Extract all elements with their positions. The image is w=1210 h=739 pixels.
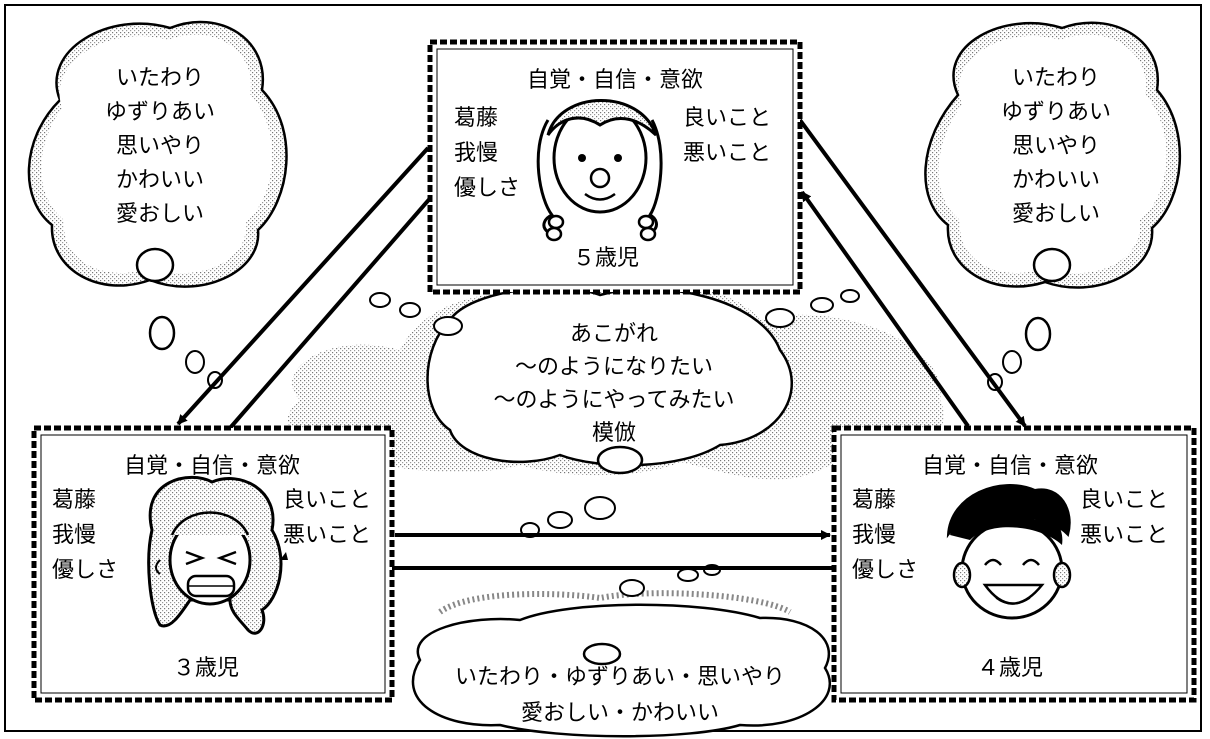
thought-cloud-bottom bbox=[411, 564, 832, 738]
box-3-left-item: 我慢 bbox=[52, 523, 97, 548]
box-4-right-item: 悪いこと bbox=[1080, 523, 1169, 548]
box-4-left-item: 葛藤 bbox=[852, 488, 897, 513]
bottom-cloud-line: 愛おしい・かわいい bbox=[520, 701, 720, 726]
box-4-right-item: 良いこと bbox=[1080, 488, 1169, 513]
thought-right-line: かわいい bbox=[1011, 168, 1101, 193]
center-cloud-text: あこがれ ～のようになりたい ～のようにやってみたい 模倣 bbox=[494, 318, 735, 450]
box-3-header: 自覚・自信・意欲 bbox=[123, 454, 301, 479]
box-5-left-item: 我慢 bbox=[454, 141, 499, 166]
arrow-5-to-3 bbox=[176, 146, 430, 426]
thought-right-line: ゆずりあい bbox=[1000, 100, 1112, 125]
box-4-left-item: 我慢 bbox=[852, 523, 897, 548]
girl-face-icon bbox=[536, 99, 663, 242]
bottom-cloud-line: いたわり・ゆずりあい・思いやり bbox=[454, 665, 786, 690]
center-cloud-line: 模倣 bbox=[591, 421, 636, 446]
arrows bbox=[176, 118, 1027, 573]
thought-cloud-right bbox=[924, 21, 1182, 391]
arrow-5-to-4 bbox=[798, 118, 1027, 428]
thought-left-line: 思いやり bbox=[115, 134, 205, 159]
box-4-left-item: 優しさ bbox=[852, 558, 919, 583]
thought-cloud-left bbox=[27, 20, 288, 389]
arrow-3-to-5 bbox=[228, 178, 448, 430]
center-cloud-line: あこがれ bbox=[569, 322, 658, 347]
thought-left-line: いたわり bbox=[115, 66, 205, 91]
thought-right-line: 思いやり bbox=[1011, 134, 1101, 159]
box-3-right-item: 良いこと bbox=[283, 488, 372, 513]
center-cloud-line: ～のようになりたい bbox=[514, 355, 713, 380]
thought-left-line: ゆずりあい bbox=[104, 100, 216, 125]
thought-right-line: いたわり bbox=[1011, 66, 1101, 91]
box-3-caption: ３歳児 bbox=[172, 656, 240, 681]
box-4-header: 自覚・自信・意欲 bbox=[921, 454, 1099, 479]
bottom-cloud-text: いたわり・ゆずりあい・思いやり 愛おしい・かわいい bbox=[455, 660, 785, 732]
thought-right-line: 愛おしい bbox=[1011, 202, 1101, 227]
thought-left-line: かわいい bbox=[115, 168, 205, 193]
box-5-header: 自覚・自信・意欲 bbox=[526, 68, 704, 93]
crying-face-icon bbox=[147, 475, 288, 635]
arrow-4-to-5 bbox=[800, 190, 970, 428]
thought-left-line: 愛おしい bbox=[115, 202, 205, 227]
thought-cloud-center bbox=[287, 282, 944, 538]
thought-right-text: いたわり ゆずりあい 思いやり かわいい 愛おしい bbox=[1001, 62, 1111, 232]
center-cloud-line: ～のようにやってみたい bbox=[493, 388, 735, 413]
box-3-left-item: 優しさ bbox=[52, 558, 119, 583]
box-4-caption: ４歳児 bbox=[976, 656, 1044, 681]
box-5-left-item: 葛藤 bbox=[454, 106, 499, 131]
thought-left-text: いたわり ゆずりあい 思いやり かわいい 愛おしい bbox=[105, 62, 215, 232]
box-3-right-item: 悪いこと bbox=[283, 523, 372, 548]
box-5-caption: ５歳児 bbox=[572, 246, 640, 271]
box-3-left-item: 葛藤 bbox=[52, 488, 97, 513]
box-5-right-item: 良いこと bbox=[683, 106, 772, 131]
box-5-right-item: 悪いこと bbox=[683, 141, 772, 166]
box-5-left-item: 優しさ bbox=[454, 176, 521, 201]
boy-face-icon bbox=[946, 484, 1072, 620]
